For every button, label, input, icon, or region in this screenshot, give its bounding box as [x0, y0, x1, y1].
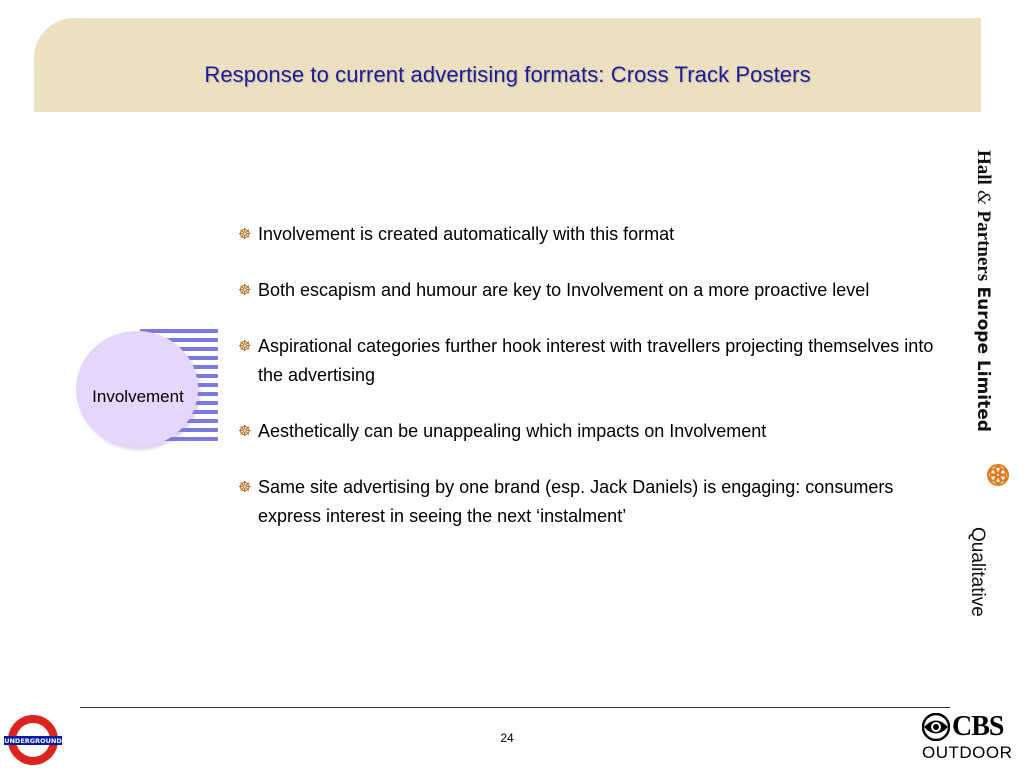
cbs-outdoor-logo: CBS OUTDOOR [918, 712, 1018, 768]
brand-europe-limited: Europe Limited [973, 286, 993, 432]
cbs-sub: OUTDOOR [922, 743, 1013, 762]
stripe [126, 338, 218, 342]
involvement-label: Involvement [92, 387, 184, 406]
slide-title: Response to current advertising formats:… [204, 62, 811, 87]
page-number: 24 [500, 731, 514, 745]
brand-vertical-text: Hall & Partners Europe Limited [972, 150, 994, 432]
bullet-item: ☸ Aesthetically can be unappealing which… [238, 417, 938, 446]
qualitative-text: Qualitative [967, 527, 988, 617]
footer-divider [80, 707, 950, 708]
ship-wheel-icon: ☸ [238, 479, 252, 496]
ship-wheel-icon: ☸ [238, 282, 252, 299]
bullet-text: Both escapism and humour are key to Invo… [258, 280, 870, 300]
ship-wheel-icon: ☸ [238, 226, 252, 243]
brand-amp: & [973, 190, 993, 206]
brand-hall: Hall [973, 150, 994, 185]
involvement-diagram: Involvement [76, 325, 226, 460]
bullet-text: Same site advertising by one brand (esp.… [258, 477, 894, 526]
ship-wheel-icon: ☸ [238, 338, 252, 355]
bullet-text: Aesthetically can be unappealing which i… [258, 421, 767, 441]
bullet-item: ☸ Same site advertising by one brand (es… [238, 473, 938, 531]
title-band: Response to current advertising formats:… [34, 18, 981, 112]
stripe [140, 329, 218, 333]
ship-wheel-icon: ☸ [238, 423, 252, 440]
flower-emblem-icon [987, 464, 1009, 486]
brand-partners: Partners [973, 210, 994, 282]
bullet-item: ☸ Both escapism and humour are key to In… [238, 276, 938, 305]
qualitative-brand: Qualitative [960, 527, 990, 627]
cbs-name: CBS [952, 711, 1004, 742]
bullet-text: Aspirational categories further hook int… [258, 336, 934, 385]
cbs-top-row: CBS [922, 711, 1004, 742]
underground-label: UNDERGROUND [4, 737, 62, 745]
involvement-circle: Involvement [76, 331, 198, 447]
cbs-eye-icon [922, 713, 950, 741]
bullet-list: ☸ Involvement is created automatically w… [238, 220, 938, 558]
hall-partners-brand: Hall & Partners Europe Limited [964, 150, 994, 460]
bullet-item: ☸ Involvement is created automatically w… [238, 220, 938, 249]
bullet-text: Involvement is created automatically wit… [258, 224, 675, 244]
bullet-item: ☸ Aspirational categories further hook i… [238, 332, 938, 390]
roundel-icon: UNDERGROUND [4, 715, 62, 765]
stripe [140, 437, 218, 441]
